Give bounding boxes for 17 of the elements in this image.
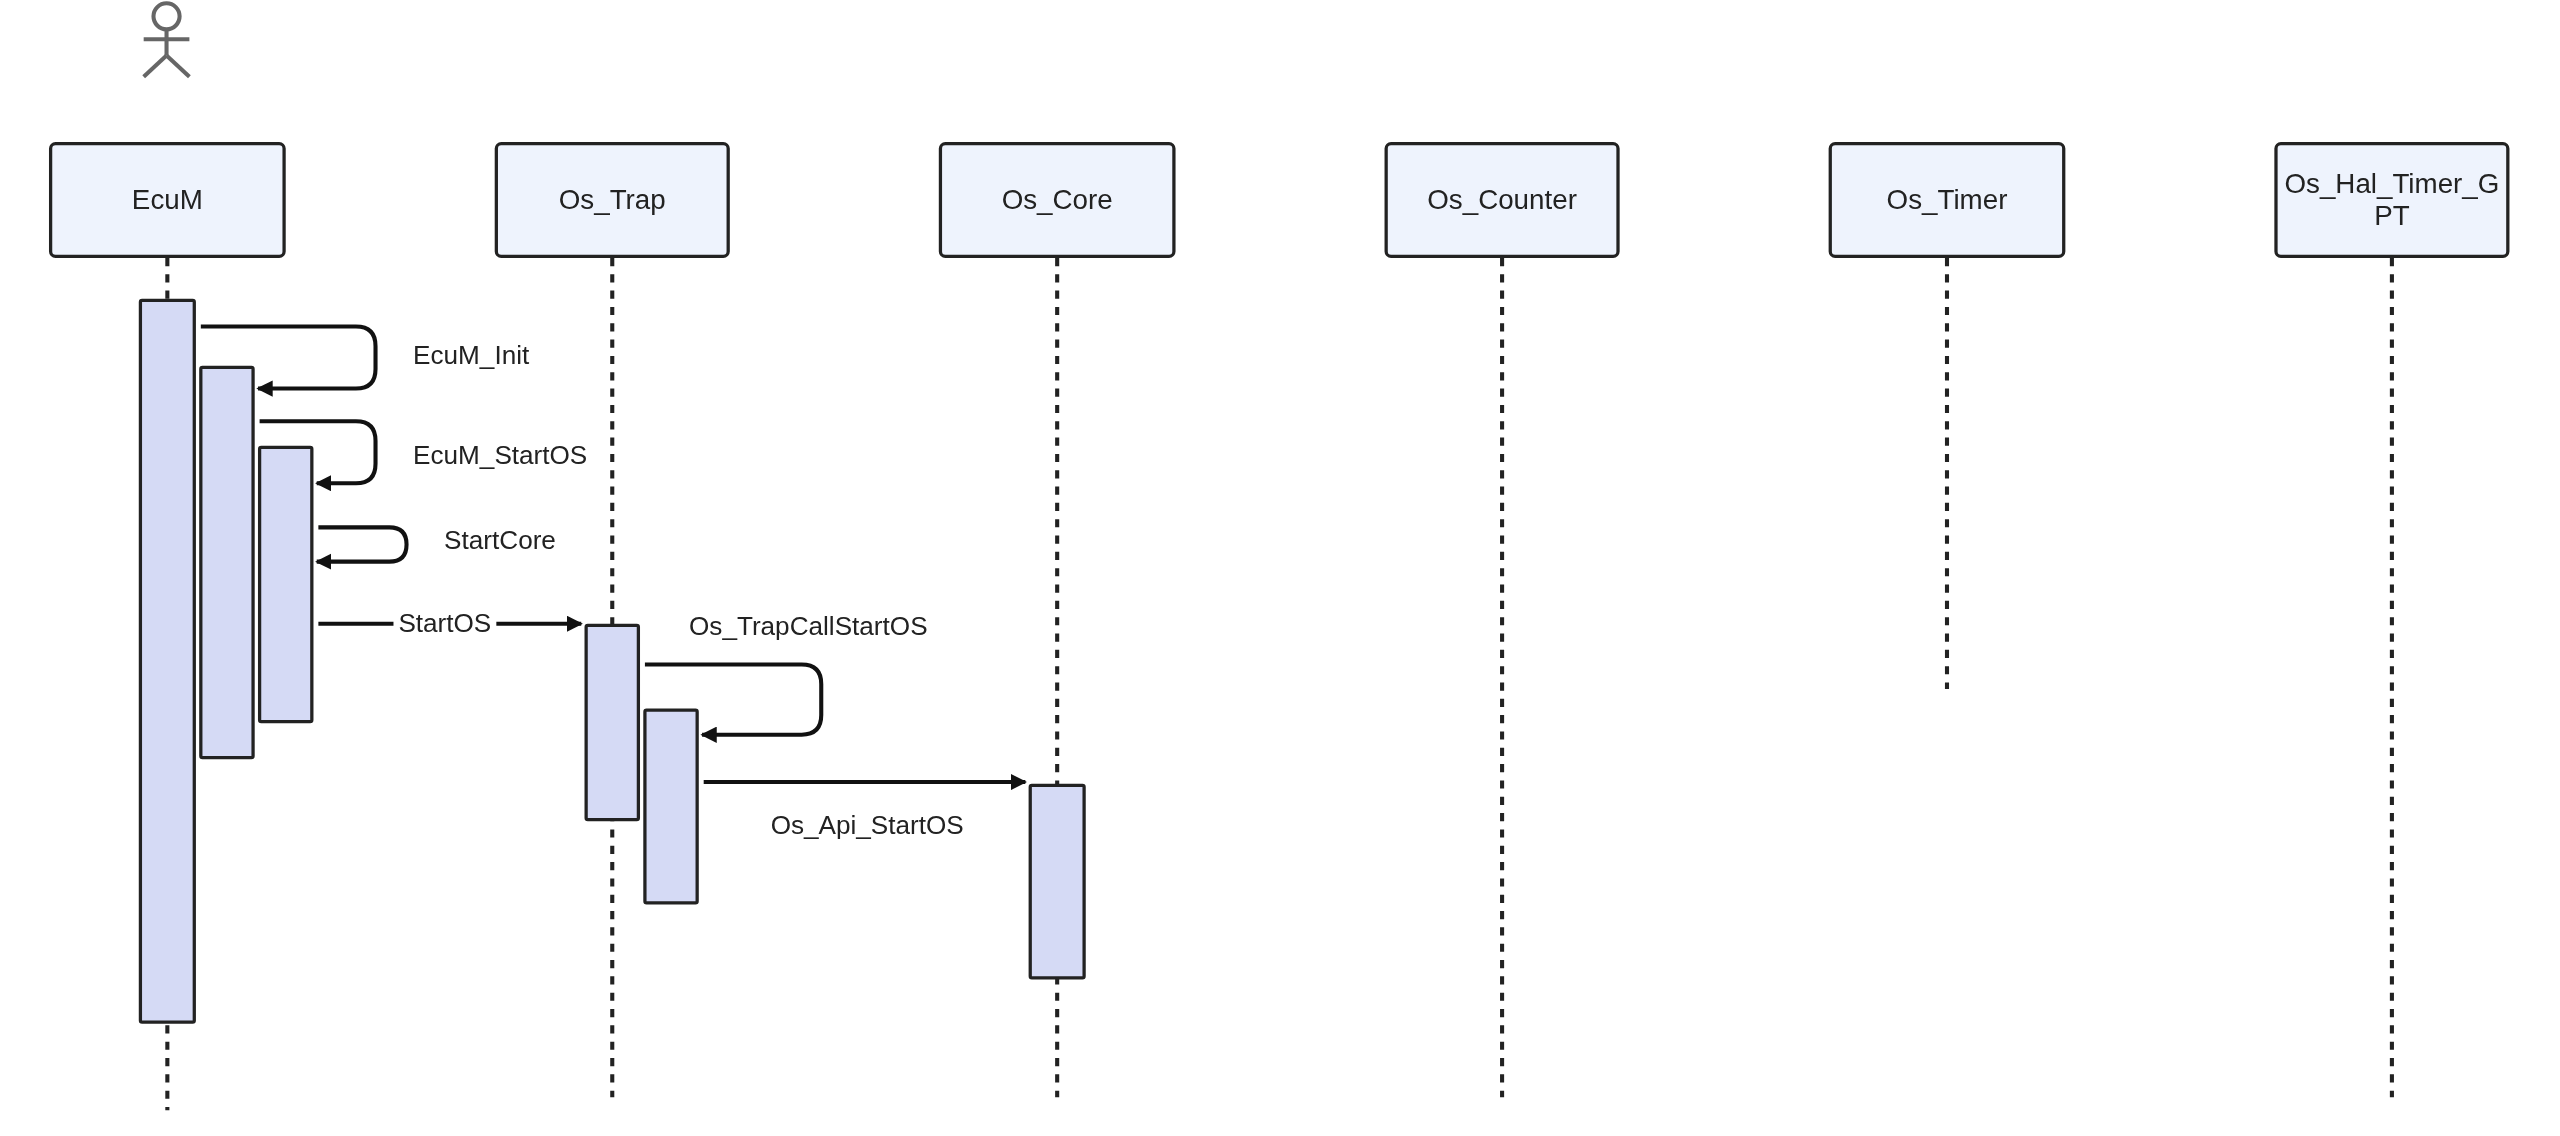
lifeline-head-box: Os_Timer [1828, 142, 2066, 258]
activation-bar [257, 445, 314, 724]
lifeline-head-box: Os_Counter [1384, 142, 1620, 258]
activation-bar [199, 365, 255, 760]
activation-bar [138, 298, 196, 1024]
message-arrow [703, 773, 1027, 791]
activation-bar [643, 708, 699, 905]
lifeline-head-box: Os_Trap [494, 142, 730, 258]
lifeline-head-box: Os_Hal_Timer_GPT [2274, 142, 2510, 258]
message-arrow [315, 525, 409, 570]
lifeline-head-box: Os_Core [938, 142, 1176, 258]
message-arrow [644, 662, 824, 743]
message-arrow [259, 419, 378, 492]
lifeline-head-box: EcuM [49, 142, 286, 258]
message-arrow [200, 324, 378, 397]
activation-bar [584, 623, 640, 822]
activation-bar [1028, 783, 1086, 980]
